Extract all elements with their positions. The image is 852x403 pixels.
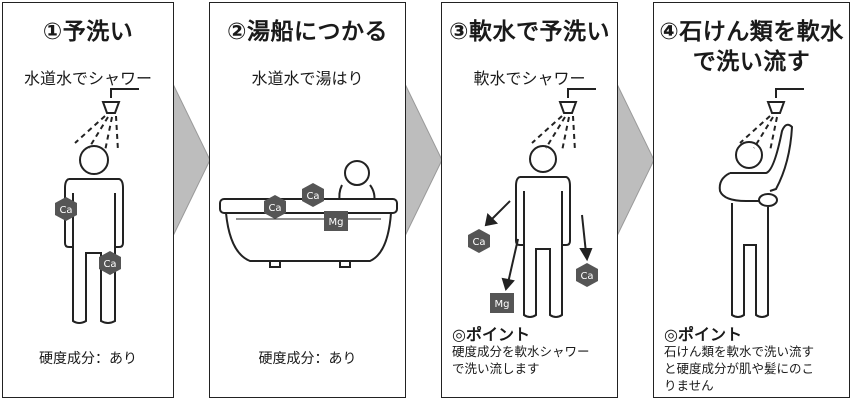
step-title: ②湯船につかる: [227, 19, 388, 45]
mineral-label: Ca: [59, 205, 72, 216]
step-title: ①予洗い: [42, 19, 134, 45]
mineral-label: Ca: [472, 237, 485, 248]
flow-arrow-icon: [484, 200, 593, 292]
step-title-line-2: で洗い流す: [692, 49, 811, 75]
bathtub-illustration: Ca Ca Mg: [219, 160, 398, 268]
point-text: 石けん類を軟水で洗い流す と硬度成分が肌や髪にのこ りません: [664, 344, 815, 393]
mineral-label: Ca: [103, 259, 116, 270]
mineral-badge-icon: [468, 229, 598, 313]
person-icon: [515, 145, 571, 318]
step-title: ③軟水で予洗い: [449, 19, 610, 45]
mineral-label: Ca: [268, 203, 281, 214]
person-icon: [64, 145, 124, 324]
step-panel-1: ①予洗い 水道水でシャワー Ca Ca 硬度成分：あり: [2, 2, 174, 398]
step-subtitle: 軟水でシャワー: [473, 69, 586, 88]
mineral-badge-icon: [55, 197, 121, 275]
step-subtitle: 水道水で湯はり: [251, 69, 364, 88]
shower-person-illustration: Ca Ca Mg: [468, 88, 598, 318]
mineral-badge-icon: [264, 183, 348, 231]
bathtub-icon: [219, 198, 398, 268]
step-title-line-1: ④石けん類を軟水: [659, 19, 844, 45]
point-heading: ◎ポイント: [664, 325, 742, 344]
shower-head-icon: [739, 88, 804, 152]
point-text: 硬度成分を軟水シャワー で洗い流します: [452, 344, 590, 376]
shower-person-illustration: [718, 88, 804, 318]
step-subtitle: 水道水でシャワー: [23, 69, 152, 88]
mineral-label: Mg: [495, 299, 510, 310]
step-panel-3: ③軟水で予洗い 軟水でシャワー Ca Ca: [441, 2, 618, 398]
hardness-status: 硬度成分：あり: [39, 351, 137, 367]
person-icon: [718, 123, 794, 318]
point-heading: ◎ポイント: [452, 325, 530, 344]
step-panel-2: ②湯船につかる 水道水で湯はり Ca Ca Mg 硬度成分：あり: [209, 2, 406, 398]
mineral-label: Mg: [329, 217, 344, 228]
shower-head-icon: [531, 88, 596, 152]
shower-head-icon: [74, 88, 139, 152]
shower-person-illustration: Ca Ca: [55, 88, 139, 324]
step-panel-4: ④石けん類を軟水 で洗い流す ◎ポイント 石けん類を軟水で洗い流す と硬度成分が…: [653, 2, 850, 398]
person-icon: [338, 160, 376, 204]
mineral-label: Ca: [306, 191, 319, 202]
hardness-status: 硬度成分：あり: [258, 351, 357, 367]
mineral-label: Ca: [580, 271, 593, 282]
